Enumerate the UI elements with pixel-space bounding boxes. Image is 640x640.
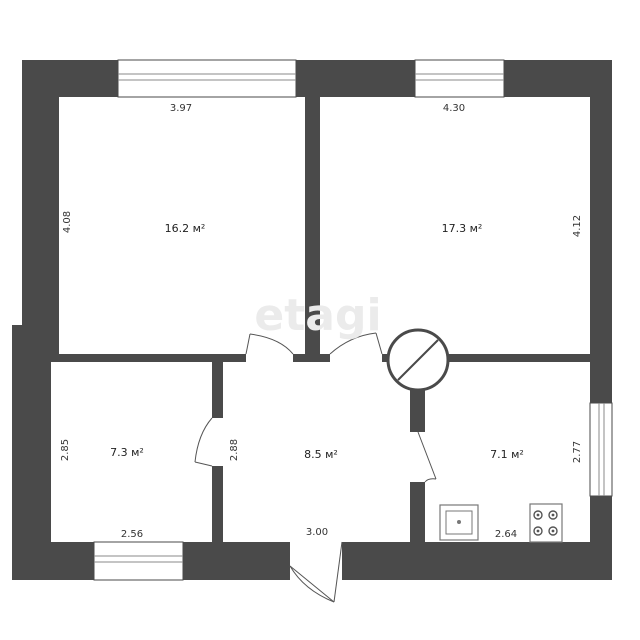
door-top-right — [329, 332, 383, 355]
room-bottom-left-height: 2.85 — [60, 439, 71, 461]
hallway-width: 3.00 — [306, 527, 328, 538]
door-kitchen — [417, 431, 437, 483]
stove-icon — [529, 503, 563, 543]
door-gap-bottom-left — [212, 418, 223, 466]
ventilation-shaft-icon — [386, 328, 450, 392]
kitchen-area: 7.1 м² — [490, 448, 524, 461]
door-gap-top-left — [246, 354, 293, 362]
door-gap-top-right — [330, 354, 382, 362]
room-top-left-area: 16.2 м² — [165, 222, 206, 235]
room-top-left-floor — [59, 97, 305, 354]
window-right — [589, 402, 613, 497]
watermark: etagi — [254, 290, 381, 341]
left-wall-step — [12, 325, 24, 580]
door-top-left — [245, 333, 294, 355]
hallway-area: 8.5 м² — [304, 448, 338, 461]
room-top-right-floor — [320, 97, 590, 354]
door-entrance — [289, 541, 343, 603]
room-top-left-width: 3.97 — [170, 103, 192, 114]
hallway-height: 2.88 — [229, 439, 240, 461]
door-gap-kitchen — [410, 432, 425, 482]
room-top-right-width: 4.30 — [443, 103, 465, 114]
kitchen-width: 2.64 — [495, 529, 517, 540]
sink-icon — [439, 504, 479, 541]
room-top-left-height: 4.08 — [62, 211, 73, 233]
window-top-right — [414, 59, 505, 98]
door-bottom-left — [194, 417, 213, 467]
room-bottom-left-area: 7.3 м² — [110, 446, 144, 459]
door-gap-entrance — [290, 542, 342, 580]
window-top-left — [117, 59, 297, 98]
room-top-right-height: 4.12 — [572, 215, 583, 237]
kitchen-height: 2.77 — [572, 441, 583, 463]
room-bottom-left-width: 2.56 — [121, 529, 143, 540]
window-bottom-left — [93, 541, 184, 581]
room-bottom-left-floor — [51, 362, 212, 542]
room-top-right-area: 17.3 м² — [442, 222, 483, 235]
hallway-floor — [223, 362, 410, 542]
